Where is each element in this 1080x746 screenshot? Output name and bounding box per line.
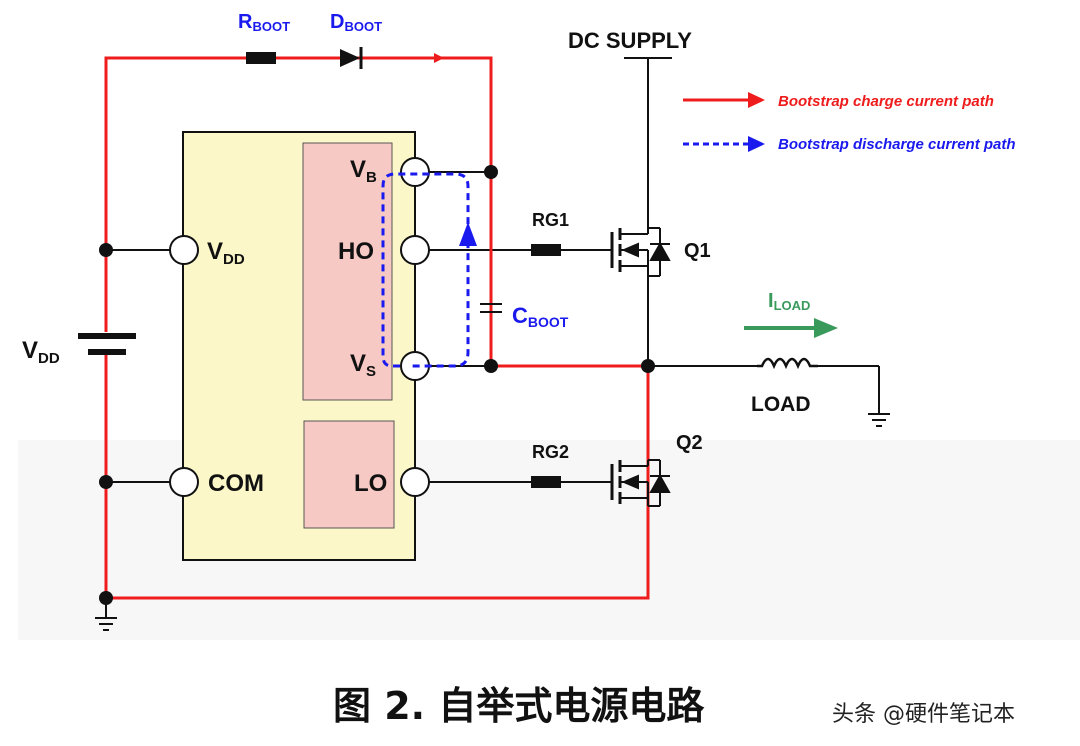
q1-label: Q1 — [684, 240, 711, 262]
svg-text:VDD: VDD — [207, 238, 245, 268]
cboot-label: C — [512, 303, 528, 328]
svg-text:RBOOT: RBOOT — [238, 11, 290, 34]
dc-supply-label: DC SUPPLY — [568, 28, 692, 53]
rboot-resistor — [246, 52, 276, 64]
low-side-driver-block — [303, 420, 395, 529]
rboot-label: R — [238, 11, 253, 33]
q2-mosfet — [610, 459, 671, 507]
svg-text:VB: VB — [350, 156, 377, 186]
figure-caption: 图 2. 自举式电源电路 — [333, 684, 705, 728]
svg-text:VDD: VDD — [22, 337, 60, 367]
rg1-resistor — [531, 244, 561, 256]
svg-text:DBOOT: DBOOT — [330, 11, 382, 34]
pin-lo-label: LO — [354, 470, 387, 497]
rg1-label: RG1 — [532, 210, 569, 230]
pin-vb-label: V — [350, 156, 366, 183]
pin-ho — [400, 235, 430, 265]
pin-com-label: COM — [208, 470, 264, 497]
pin-vdd — [169, 235, 199, 265]
svg-text:CBOOT: CBOOT — [512, 303, 569, 330]
vdd-battery — [78, 333, 136, 355]
vdd-source-label: V — [22, 337, 38, 364]
load-label: LOAD — [751, 393, 811, 416]
dboot-label: D — [330, 11, 344, 33]
discharge-current-path — [381, 172, 470, 368]
pin-vdd-label: V — [207, 238, 223, 265]
svg-text:ILOAD: ILOAD — [768, 290, 810, 313]
pin-vs-label: V — [350, 350, 366, 377]
iload-label: I — [768, 290, 774, 312]
legend-discharge-label: Bootstrap discharge current path — [778, 136, 1016, 153]
pin-ho-label: HO — [338, 238, 374, 265]
q2-label: Q2 — [676, 432, 703, 454]
pin-com — [169, 467, 199, 497]
discharge-path-arrow — [459, 222, 477, 246]
pin-lo — [400, 467, 430, 497]
pin-vb — [400, 157, 430, 187]
cboot-capacitor — [480, 303, 502, 313]
rg2-label: RG2 — [532, 442, 569, 462]
ground-symbol-left — [95, 617, 117, 631]
dboot-diode — [340, 47, 363, 69]
legend-charge-label: Bootstrap charge current path — [778, 93, 994, 110]
load-inductor — [757, 357, 818, 370]
rg2-resistor — [531, 476, 561, 488]
junction-dots — [99, 165, 655, 605]
q1-mosfet — [610, 227, 671, 277]
ground-symbol-load — [868, 413, 890, 427]
high-side-driver-block — [302, 142, 393, 401]
watermark: 头条 @硬件笔记本 — [832, 702, 1015, 727]
chip-pins — [169, 157, 430, 497]
svg-text:VS: VS — [350, 350, 376, 380]
